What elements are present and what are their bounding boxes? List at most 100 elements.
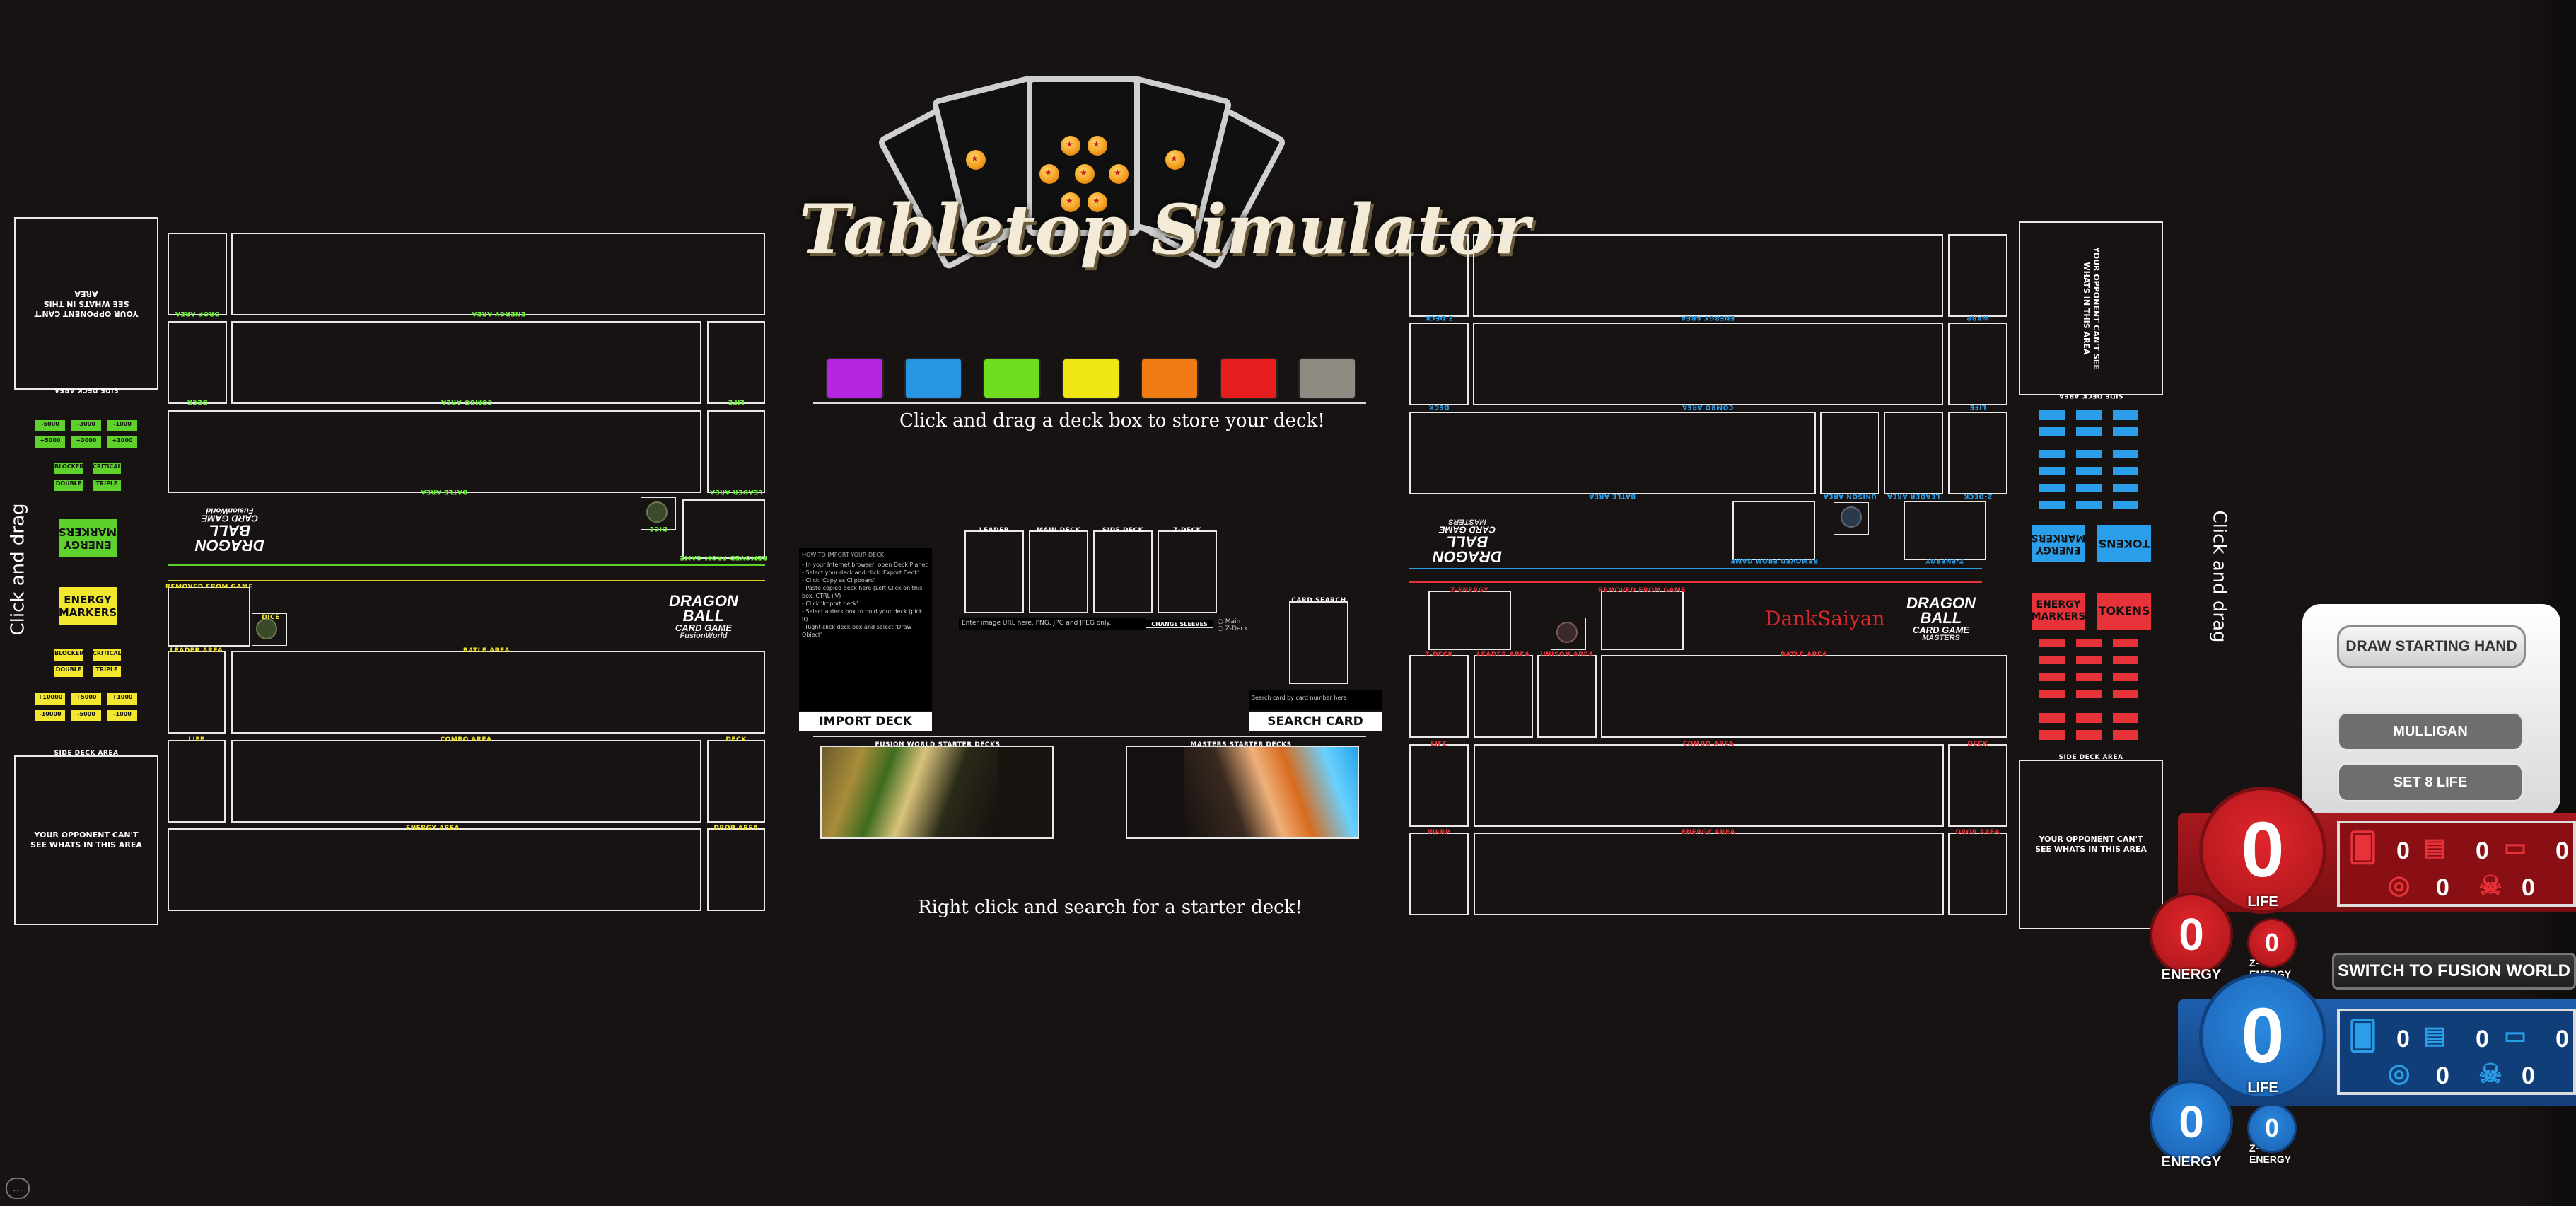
energy-markers-yellow[interactable]: ENERGY MARKERS xyxy=(59,587,117,625)
opp-deck[interactable] xyxy=(1409,323,1469,405)
removed-from-game[interactable] xyxy=(1601,591,1684,650)
token[interactable] xyxy=(2076,427,2102,436)
token[interactable] xyxy=(2076,673,2102,681)
dice-icon[interactable] xyxy=(1556,622,1578,643)
leader-area[interactable] xyxy=(168,651,226,734)
search-card-button[interactable]: SEARCH CARD xyxy=(1249,712,1382,731)
opp-combo-area[interactable] xyxy=(1473,323,1943,405)
token[interactable] xyxy=(2113,484,2138,492)
combo-area[interactable] xyxy=(1474,744,1944,827)
leader-area[interactable] xyxy=(1474,655,1533,738)
token[interactable]: +5000 xyxy=(35,436,65,448)
left-hidden-area-top[interactable]: YOUR OPPONENT CAN'T SEE WHATS IN THIS AR… xyxy=(14,217,158,390)
token[interactable]: DOUBLE xyxy=(54,666,83,677)
token[interactable] xyxy=(2039,690,2065,698)
token[interactable] xyxy=(2113,427,2138,436)
token[interactable] xyxy=(2039,730,2065,740)
unison-area[interactable] xyxy=(1537,655,1597,738)
tokens-blue[interactable]: TOKENS xyxy=(2097,525,2151,562)
token[interactable]: -1000 xyxy=(107,710,137,721)
token[interactable] xyxy=(2039,713,2065,723)
fusion-starter-decks[interactable] xyxy=(820,746,1054,839)
token[interactable]: CRITICAL xyxy=(93,463,122,474)
opp-life[interactable] xyxy=(707,321,765,404)
deck-box-yellow[interactable] xyxy=(1063,359,1119,398)
opp-unison-area[interactable] xyxy=(1820,412,1879,494)
token[interactable] xyxy=(2076,467,2102,475)
opp-deck[interactable] xyxy=(168,321,227,404)
leader-slot[interactable] xyxy=(964,530,1024,613)
deck-box-gray[interactable] xyxy=(1300,359,1355,398)
token[interactable]: -1000 xyxy=(107,420,137,431)
switch-to-fusion-world-button[interactable]: SWITCH TO FUSION WORLD xyxy=(2332,953,2576,990)
drop-area[interactable] xyxy=(1948,833,2007,915)
z-deck-slot[interactable] xyxy=(1158,530,1217,613)
token[interactable] xyxy=(2039,484,2065,492)
token[interactable]: +5000 xyxy=(71,693,101,705)
opp-combo-area[interactable] xyxy=(231,321,701,404)
opp-battle-area[interactable] xyxy=(1409,412,1816,494)
deck-box-purple[interactable] xyxy=(827,359,882,398)
opp-z-deck[interactable] xyxy=(1409,234,1469,317)
token[interactable] xyxy=(2076,656,2102,664)
import-deck-button[interactable]: IMPORT DECK xyxy=(799,712,932,731)
z-deck[interactable] xyxy=(1409,655,1469,738)
token[interactable] xyxy=(2039,673,2065,681)
red-life-counter[interactable]: 0 LIFE xyxy=(2199,787,2326,914)
token[interactable]: -5000 xyxy=(35,420,65,431)
life-area[interactable] xyxy=(168,740,226,823)
deck-box-red[interactable] xyxy=(1221,359,1276,398)
token[interactable]: TRIPLE xyxy=(93,666,121,677)
opp-warp[interactable] xyxy=(1948,234,2007,317)
chat-icon[interactable]: … xyxy=(6,1178,30,1199)
change-sleeves-button[interactable]: CHANGE SLEEVES xyxy=(1146,620,1213,628)
token[interactable]: DOUBLE xyxy=(54,480,83,491)
token[interactable]: +3000 xyxy=(71,436,101,448)
token[interactable]: -10000 xyxy=(35,710,65,721)
card-search-input[interactable]: Search card by card number here xyxy=(1249,690,1382,710)
warp-area[interactable] xyxy=(1409,833,1469,915)
token[interactable] xyxy=(2039,467,2065,475)
token[interactable] xyxy=(2039,410,2065,420)
battle-area[interactable] xyxy=(1601,655,2007,738)
deck-box-green[interactable] xyxy=(984,359,1039,398)
combo-area[interactable] xyxy=(231,740,701,823)
token[interactable]: +1000 xyxy=(107,436,137,448)
opp-life[interactable] xyxy=(1948,323,2007,405)
card-search-slot[interactable] xyxy=(1289,601,1348,684)
token[interactable]: BLOCKER xyxy=(54,649,83,661)
left-hidden-area-bottom[interactable]: YOUR OPPONENT CAN'T SEE WHATS IN THIS AR… xyxy=(14,755,158,925)
right-hidden-area-top[interactable]: YOUR OPPONENT CAN'T SEE WHATS IN THIS AR… xyxy=(2019,221,2163,395)
blue-energy-counter[interactable]: 0 ENERGY xyxy=(2150,1080,2233,1170)
main-deck-slot[interactable] xyxy=(1029,530,1088,613)
opp-leader-area[interactable] xyxy=(707,410,765,493)
token[interactable] xyxy=(2076,690,2102,698)
token[interactable] xyxy=(2039,427,2065,436)
opp-removed-from-game[interactable] xyxy=(682,499,765,559)
deck-box-blue[interactable] xyxy=(906,359,961,398)
blue-life-counter[interactable]: 0 LIFE xyxy=(2199,973,2326,1100)
right-hidden-area-bottom[interactable]: YOUR OPPONENT CAN'T SEE WHATS IN THIS AR… xyxy=(2019,760,2163,929)
token[interactable]: +1000 xyxy=(107,693,137,705)
dice-box[interactable] xyxy=(1551,618,1586,650)
energy-area[interactable] xyxy=(1474,833,1944,915)
token[interactable] xyxy=(2113,501,2138,509)
red-zenergy-counter[interactable]: 0 Z-ENERGY xyxy=(2247,918,2297,980)
mulligan-button[interactable]: MULLIGAN xyxy=(2337,712,2524,751)
token[interactable] xyxy=(2113,713,2138,723)
token[interactable] xyxy=(2113,639,2138,647)
z-energy[interactable] xyxy=(1428,591,1511,650)
blue-zenergy-counter[interactable]: 0 Z-ENERGY xyxy=(2247,1103,2297,1165)
tokens-red[interactable]: TOKENS xyxy=(2097,593,2151,630)
token[interactable]: CRITICAL xyxy=(93,649,122,661)
opp-leader-area[interactable] xyxy=(1884,412,1943,494)
token[interactable] xyxy=(2113,690,2138,698)
token[interactable] xyxy=(2076,639,2102,647)
opp-energy-area[interactable] xyxy=(1473,234,1943,317)
dice-box[interactable] xyxy=(252,613,287,646)
token[interactable] xyxy=(2076,410,2102,420)
token[interactable] xyxy=(2113,673,2138,681)
token[interactable] xyxy=(2113,467,2138,475)
token[interactable] xyxy=(2039,501,2065,509)
token[interactable] xyxy=(2076,501,2102,509)
